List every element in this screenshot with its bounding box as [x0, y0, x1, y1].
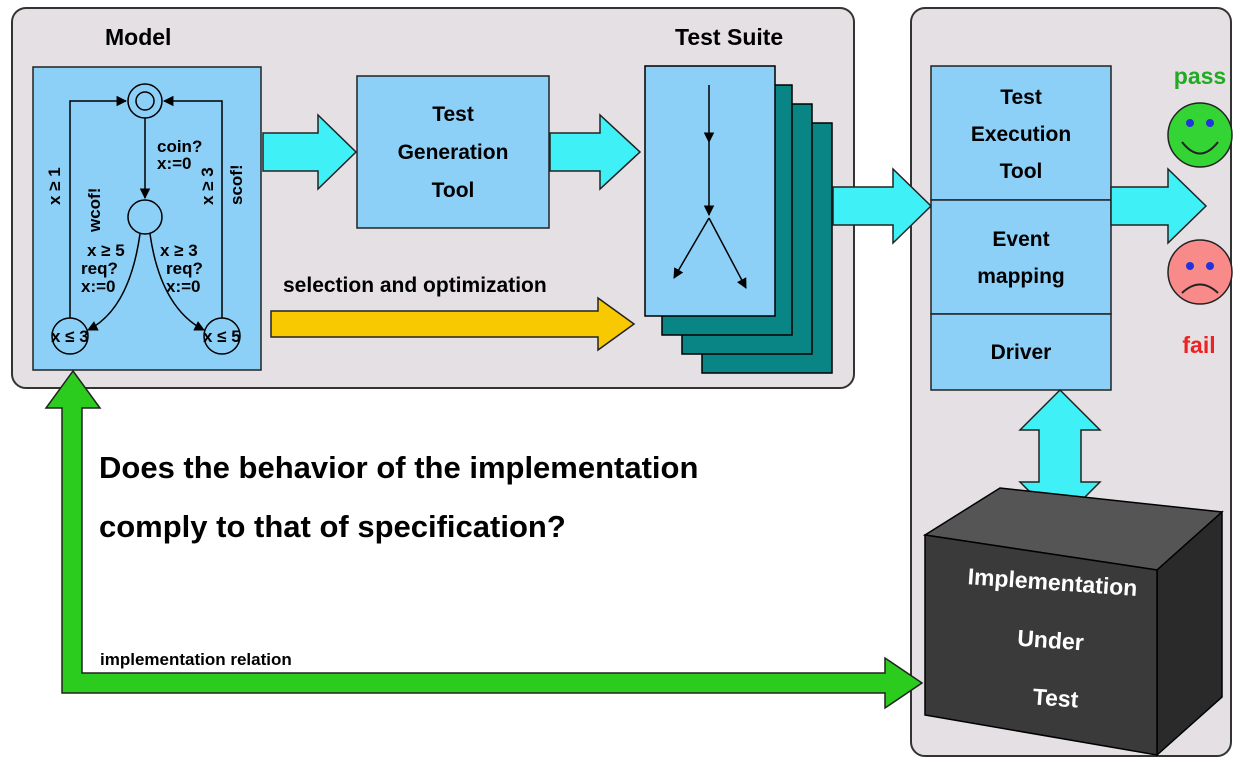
implementation-relation-label: implementation relation: [100, 650, 292, 669]
label-x-ge-3: x ≥ 3: [160, 241, 198, 260]
question-line-2: comply to that of specification?: [99, 509, 566, 544]
test-case-tree: [673, 85, 747, 289]
label-wcof: wcof!: [85, 188, 104, 233]
pass-label: pass: [1174, 63, 1226, 89]
tet-line-2: Execution: [971, 123, 1071, 146]
test-suite-title: Test Suite: [675, 24, 783, 50]
middle-location: [127, 199, 163, 235]
label-reset-left: x:=0: [81, 277, 116, 296]
sad-face-icon: [1167, 239, 1233, 305]
iut-line-2: Under: [1017, 625, 1085, 656]
edge-wcof: [69, 95, 128, 318]
arrow-generator-to-suite: [549, 113, 642, 191]
event-mapping-box: [930, 199, 1112, 315]
iut-line-3: Test: [1032, 683, 1080, 712]
test-suite-stack: [644, 65, 833, 374]
label-coin: coin?: [157, 137, 202, 156]
label-scof: scof!: [227, 164, 246, 205]
arrow-execution-to-verdict: [1110, 167, 1208, 245]
iut-block: [922, 487, 1224, 757]
edge-left-down: [87, 233, 141, 331]
tet-line-3: Tool: [1000, 160, 1043, 183]
fail-label: fail: [1182, 332, 1215, 358]
tgt-line-1: Test: [432, 103, 474, 126]
selection-label: selection and optimization: [283, 274, 547, 297]
happy-face-icon: [1167, 102, 1233, 168]
label-inv-right: x ≤ 5: [203, 327, 241, 346]
arrow-model-to-generator: [262, 113, 358, 191]
arrow-suite-to-execution: [832, 167, 933, 245]
timed-automaton: [51, 83, 241, 355]
tgt-line-2: Generation: [398, 141, 509, 164]
driver-box: [930, 313, 1112, 391]
selection-arrow: [270, 296, 636, 352]
label-req-right: req?: [166, 259, 203, 278]
event-mapping-line-1: Event: [992, 228, 1049, 251]
iut-front: [924, 534, 1158, 756]
implementation-relation-arrow: [44, 369, 924, 710]
event-mapping-line-2: mapping: [977, 265, 1065, 288]
automaton-labels: coin? x:=0 x ≥ 1 wcof! x ≥ 3 scof! x ≥ 5…: [45, 137, 246, 346]
tgt-line-3: Tool: [432, 179, 475, 202]
driver-label: Driver: [991, 341, 1052, 364]
test-execution-tool-box: [930, 65, 1112, 201]
edge-scof: [162, 95, 223, 318]
initial-location-inner: [135, 91, 155, 111]
tet-line-1: Test: [1000, 86, 1042, 109]
label-reset-coin: x:=0: [157, 154, 192, 173]
suite-page-1: [644, 65, 776, 317]
label-x-ge-5: x ≥ 5: [87, 241, 125, 260]
label-inv-left: x ≤ 3: [51, 327, 89, 346]
question-line-1: Does the behavior of the implementation: [99, 450, 698, 485]
model-title: Model: [105, 24, 171, 50]
label-req-left: req?: [81, 259, 118, 278]
label-reset-right: x:=0: [166, 277, 201, 296]
label-x-ge-3-right: x ≥ 3: [198, 167, 217, 205]
edge-right-down: [149, 233, 205, 331]
label-x-ge-1: x ≥ 1: [45, 167, 64, 205]
test-generation-tool-box: [356, 75, 550, 229]
